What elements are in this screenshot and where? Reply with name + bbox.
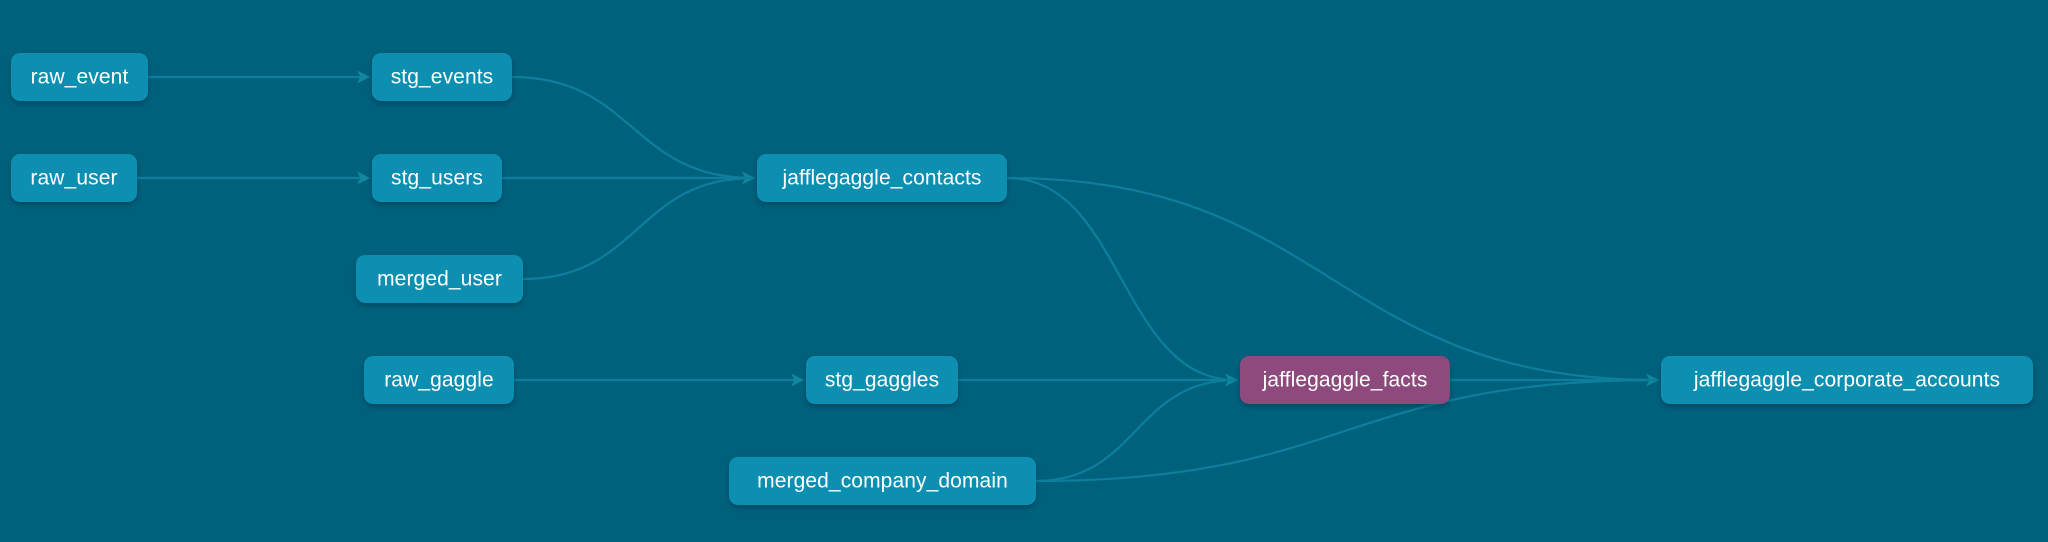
graph-edge-arrowhead <box>791 373 804 387</box>
graph-edge-stg_events-to-jafflegaggle_contacts <box>510 75 755 180</box>
graph-node-label: raw_gaggle <box>384 368 494 391</box>
graph-node-merged_company_domain[interactable]: merged_company_domain <box>729 457 1036 505</box>
graph-node-label: jafflegaggle_contacts <box>782 166 982 189</box>
graph-node-label: stg_users <box>391 166 483 189</box>
graph-edge-jafflegaggle_contacts-to-jafflegaggle_facts <box>1005 176 1238 382</box>
graph-node-jafflegaggle_facts[interactable]: jafflegaggle_facts <box>1240 356 1450 404</box>
graph-edge-jafflegaggle_contacts-to-jafflegaggle_corporate_accounts <box>1005 176 1659 382</box>
graph-node-raw_event[interactable]: raw_event <box>11 53 148 101</box>
graph-node-label: stg_gaggles <box>824 368 940 391</box>
graph-node-label: raw_event <box>30 65 129 88</box>
graph-node-label: merged_user <box>377 267 502 290</box>
graph-node-merged_user[interactable]: merged_user <box>356 255 523 303</box>
graph-node-label: jafflegaggle_corporate_accounts <box>1693 368 2001 391</box>
graph-edge-arrowhead <box>742 171 755 185</box>
graph-node-stg_events[interactable]: stg_events <box>372 53 512 101</box>
graph-node-stg_users[interactable]: stg_users <box>372 154 502 202</box>
graph-node-label: merged_company_domain <box>757 469 1008 492</box>
graph-node-label: jafflegaggle_facts <box>1262 368 1428 391</box>
graph-node-label: stg_events <box>390 65 494 88</box>
graph-edge-arrowhead <box>357 171 370 185</box>
graph-node-label: raw_user <box>30 166 118 189</box>
graph-node-raw_gaggle[interactable]: raw_gaggle <box>364 356 514 404</box>
graph-edge-arrowhead <box>1646 373 1659 387</box>
graph-edge-arrowhead <box>1225 373 1238 387</box>
graph-edge-merged_company_domain-to-jafflegaggle_facts <box>1034 378 1238 483</box>
graph-node-jafflegaggle_corporate_accounts[interactable]: jafflegaggle_corporate_accounts <box>1661 356 2033 404</box>
graph-node-stg_gaggles[interactable]: stg_gaggles <box>806 356 958 404</box>
graph-edge-arrowhead <box>357 70 370 84</box>
graph-node-raw_user[interactable]: raw_user <box>11 154 137 202</box>
graph-node-jafflegaggle_contacts[interactable]: jafflegaggle_contacts <box>757 154 1007 202</box>
graph-edge-merged_user-to-jafflegaggle_contacts <box>521 176 755 281</box>
